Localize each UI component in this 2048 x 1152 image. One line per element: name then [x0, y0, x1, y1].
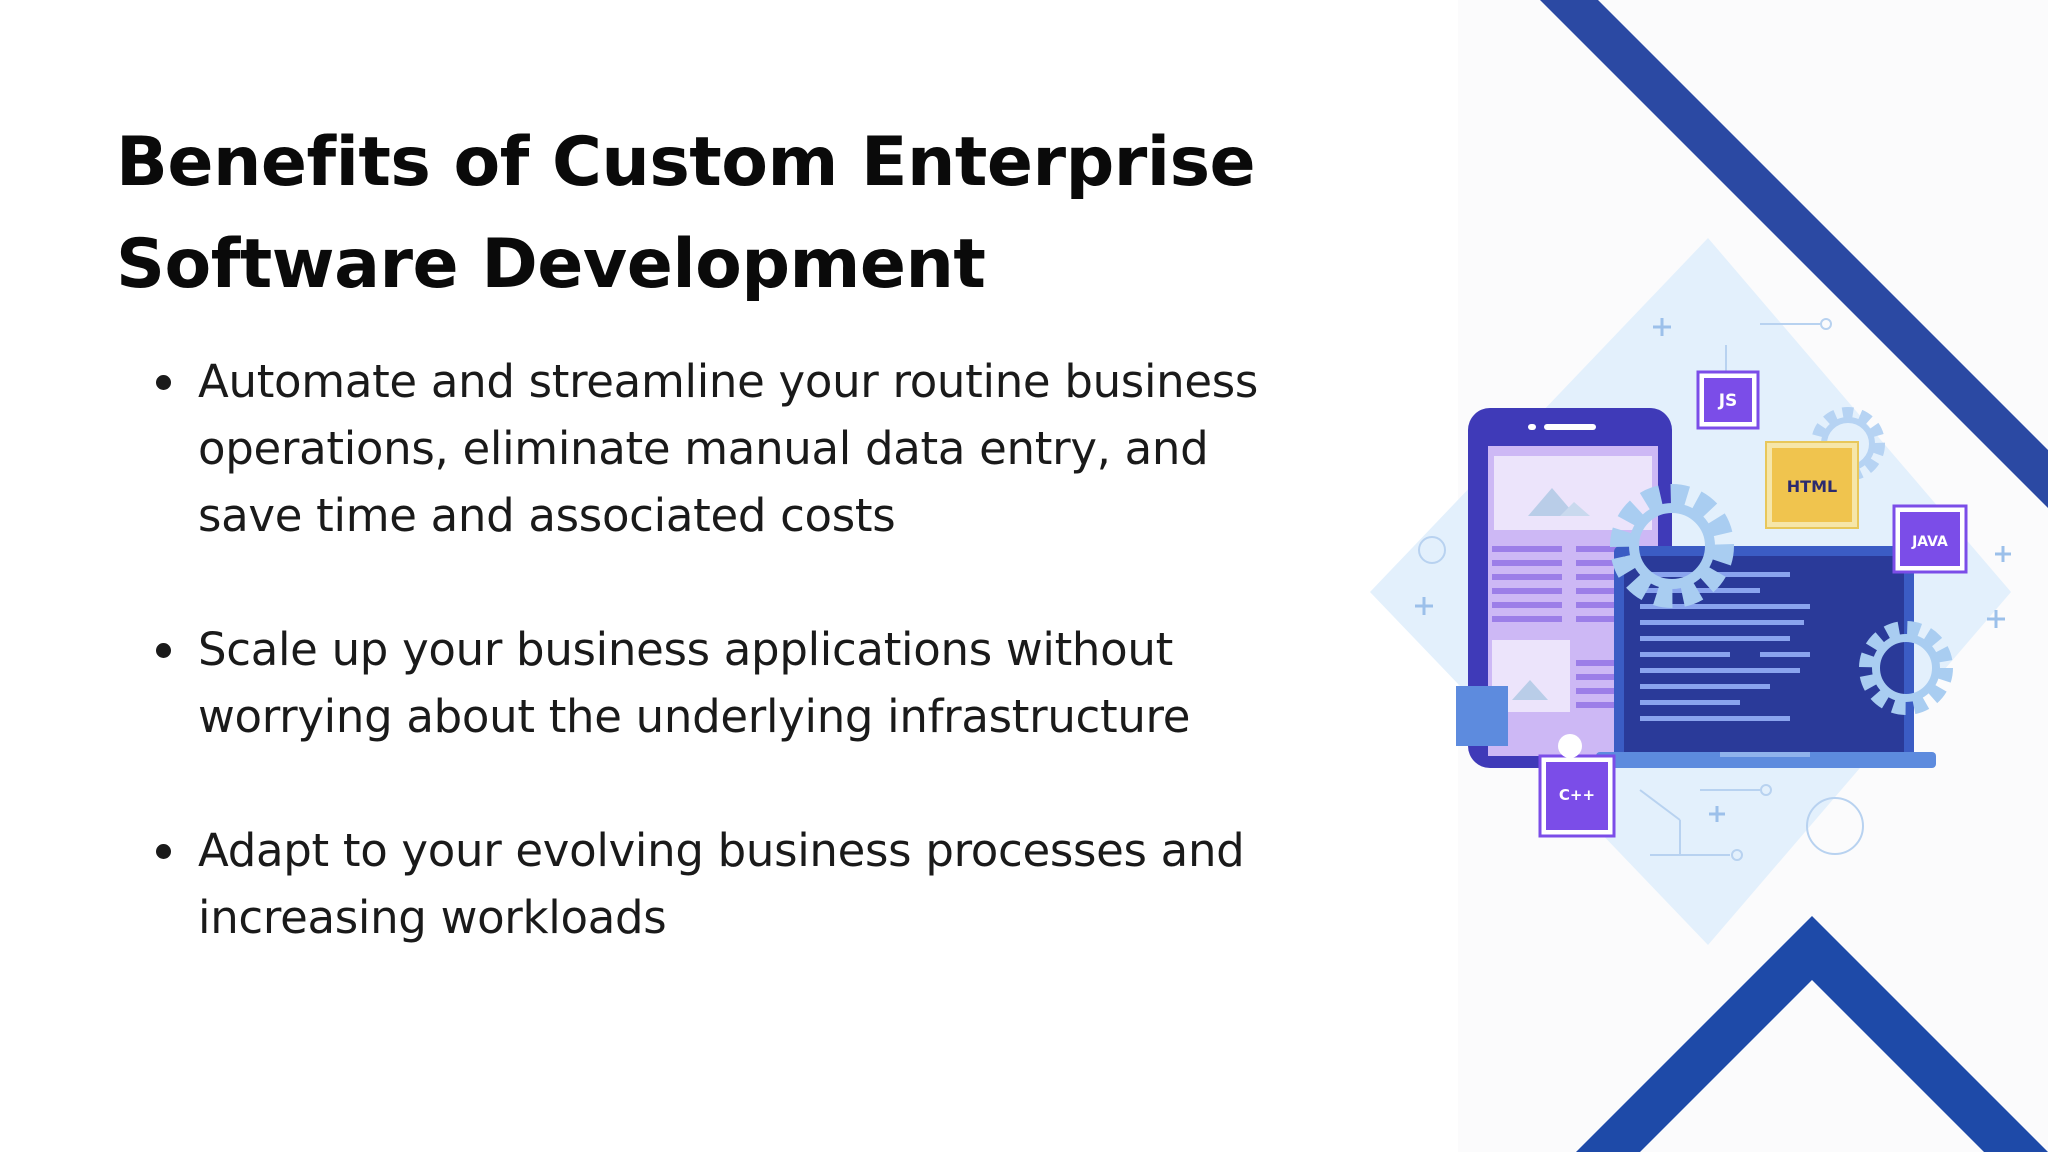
bullet-line: Scale up your business applications with…: [198, 623, 1173, 676]
bullet-line: worrying about the underlying infrastruc…: [198, 690, 1191, 743]
small-blue-tag: [1456, 686, 1508, 746]
cpp-badge: [1538, 754, 1616, 838]
bullet-line: operations, eliminate manual data entry,…: [198, 422, 1209, 475]
cpp-badge-label: C++: [1559, 786, 1595, 804]
js-badge-label: JS: [1718, 391, 1738, 411]
gear-icon: [1859, 621, 1953, 715]
circuit-lines: [1418, 318, 1864, 861]
title-line: Software Development: [116, 225, 986, 304]
bullet-line: Adapt to your evolving business processe…: [198, 824, 1245, 877]
bottom-chevron: [1576, 916, 2048, 1152]
js-badge: [1696, 370, 1760, 430]
list-item: Adapt to your evolving business processe…: [152, 817, 1352, 951]
plus-marks: [1415, 318, 2011, 822]
person-icon: [1558, 734, 1582, 758]
bullet-dot: [156, 643, 171, 658]
title-line: Benefits of Custom Enterprise: [116, 123, 1256, 202]
java-badge-label: JAVA: [1911, 534, 1948, 550]
bullet-line: save time and associated costs: [198, 489, 896, 542]
gear-icon: [1610, 484, 1734, 608]
benefits-list: Automate and streamline your routine bus…: [152, 348, 1352, 1018]
java-badge: [1892, 504, 1968, 574]
html-badge: [1765, 441, 1859, 529]
bullet-line: increasing workloads: [198, 891, 667, 944]
bullet-line: Automate and streamline your routine bus…: [198, 355, 1259, 408]
diagonal-stripe: [1540, 0, 2048, 508]
html-badge-label: HTML: [1787, 477, 1837, 496]
list-item: Automate and streamline your routine bus…: [152, 348, 1352, 549]
bullet-dot: [156, 844, 171, 859]
list-item: Scale up your business applications with…: [152, 616, 1352, 750]
mountain-image-icon: [1528, 488, 1576, 516]
slide-title: Benefits of Custom Enterprise Software D…: [116, 112, 1416, 316]
bullet-dot: [156, 375, 171, 390]
